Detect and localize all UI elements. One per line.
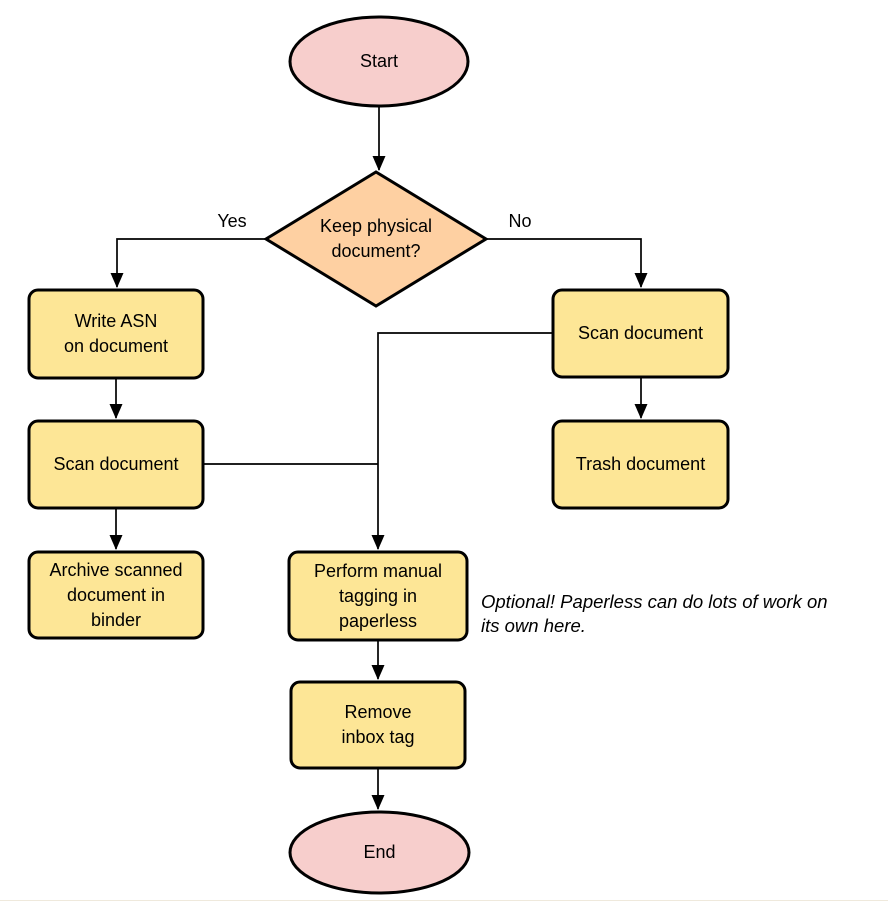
scan-right-node [551,288,730,379]
optional-note: Optional! Paperless can do lots of work … [481,591,828,636]
tagging-node-label: Perform manual tagging in paperless [313,560,443,631]
end-node [288,810,471,895]
yes-edge-label: Yes [217,211,247,231]
write-asn-node [27,288,205,380]
archive-node-label: Archive scanned document in binder [49,559,183,630]
edge-decision-yes-to-write-asn [110,238,266,288]
remove-inbox-node [289,680,467,770]
edge-scan-right-to-tagging [371,332,553,550]
edge-decision-no-to-scan-right [486,238,648,288]
trash-node [551,419,730,510]
start-node-label: Start [359,51,398,71]
decision-node-label: Keep physical document? [319,216,433,261]
trash-node-label: Trash document [575,454,706,474]
tagging-node [287,550,469,642]
scan-left-node [27,419,205,510]
end-node-label: End [363,842,396,862]
decision-node [263,170,489,308]
start-node [288,15,470,108]
bottom-hairline [0,900,888,901]
write-asn-node-label: Write ASN on document [63,311,169,356]
remove-inbox-node-label: Remove inbox tag [341,702,415,747]
scan-left-node-label: Scan document [53,454,179,474]
scan-right-node-label: Scan document [577,323,704,343]
no-edge-label: No [508,211,532,231]
archive-node [27,550,205,640]
